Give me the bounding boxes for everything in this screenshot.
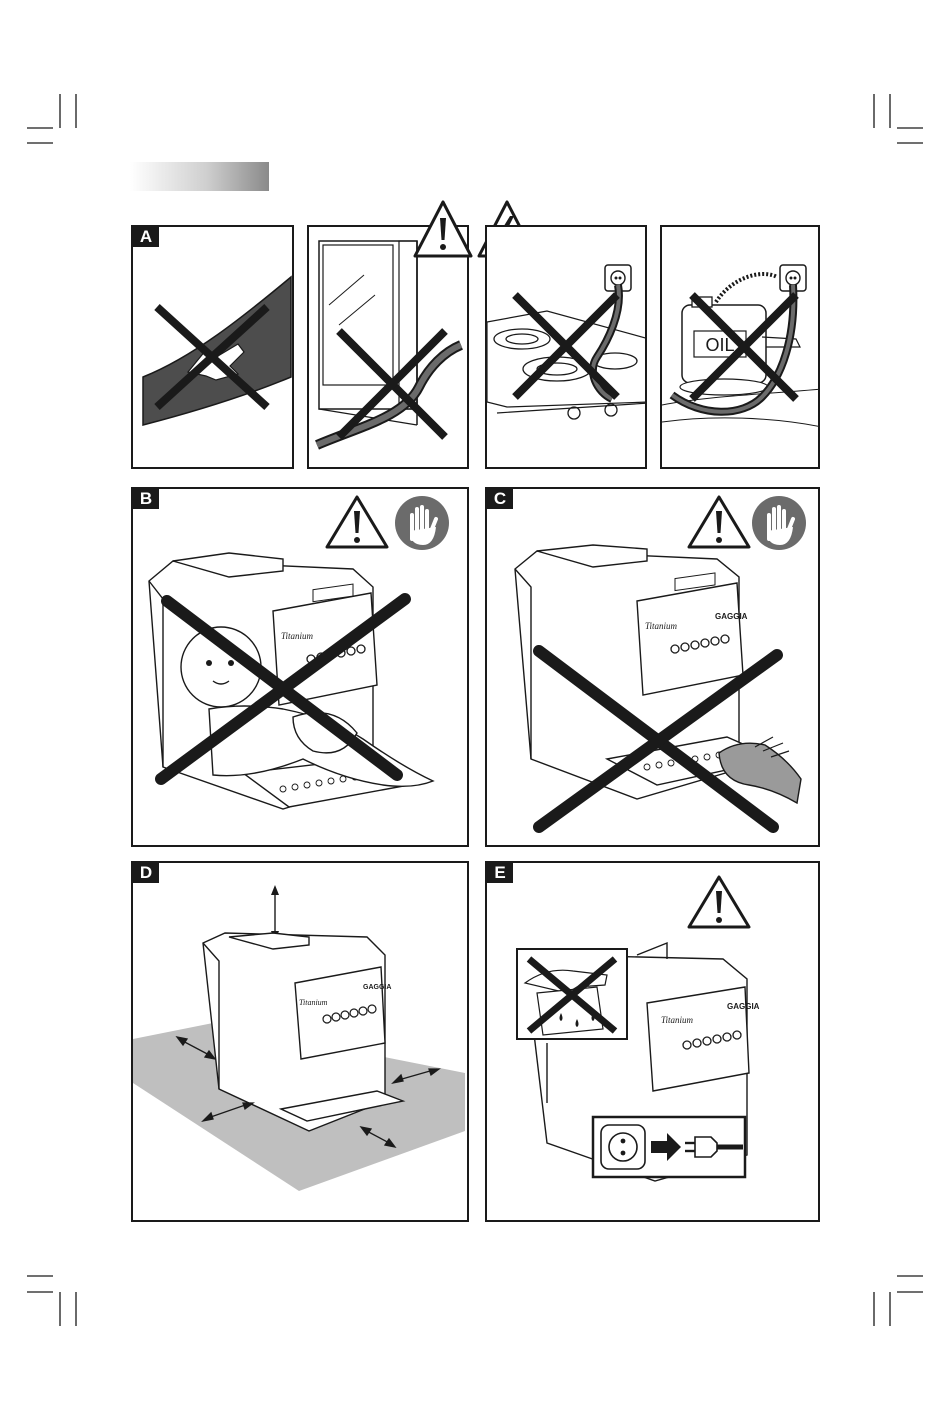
panel-a-4: OIL xyxy=(660,225,820,469)
panel-d: D Titanium GAGGIA xyxy=(131,861,469,1222)
warning-triangle-icon xyxy=(689,497,749,547)
machine-model-text: Titanium xyxy=(661,1015,694,1025)
warning-triangle-icon xyxy=(327,497,387,547)
warning-triangle-icon xyxy=(689,877,749,927)
unplug-illustration: Titanium GAGGIA xyxy=(487,863,820,1222)
hot-stove-illustration xyxy=(487,227,647,469)
warning-triangle-icon xyxy=(415,202,471,256)
machine-model-text: Titanium xyxy=(281,631,314,641)
stop-hand-icon xyxy=(752,496,806,550)
panel-e: E Titanium GAGGIA xyxy=(485,861,820,1222)
machine-model-text: Titanium xyxy=(645,621,678,631)
oil-canister-illustration: OIL xyxy=(662,227,820,469)
sharp-edge-illustration xyxy=(133,227,294,469)
section-gradient-bar xyxy=(130,162,269,191)
machine-brand-text: GAGGIA xyxy=(363,984,391,991)
wall-socket-icon xyxy=(601,1125,645,1169)
door-cable-illustration xyxy=(309,227,469,469)
panel-a-1: A xyxy=(131,225,294,469)
machine-brand-text: GAGGIA xyxy=(727,1002,760,1011)
machine-model-text: Titanium xyxy=(299,998,328,1007)
clearance-illustration: Titanium GAGGIA xyxy=(133,863,469,1222)
wet-hands-illustration: Titanium GAGGIA xyxy=(487,489,820,847)
panel-a-3 xyxy=(485,225,647,469)
panel-c: C Titanium GAGGIA xyxy=(485,487,820,847)
machine-brand-text: GAGGIA xyxy=(715,612,748,621)
panel-b: B Titanium xyxy=(131,487,469,847)
stop-hand-icon xyxy=(395,496,449,550)
child-safety-illustration: Titanium xyxy=(133,489,469,847)
